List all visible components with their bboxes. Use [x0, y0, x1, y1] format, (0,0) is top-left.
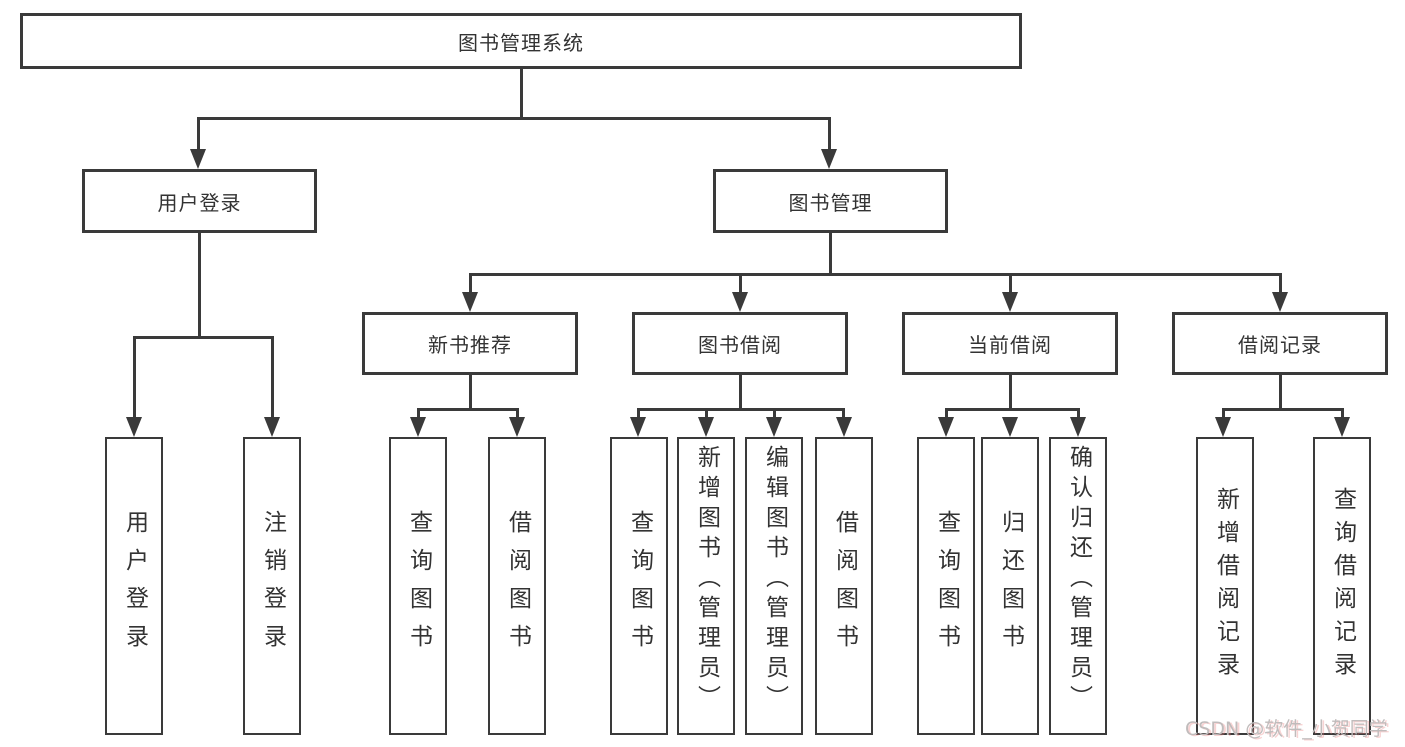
arrow-down-icon — [1215, 417, 1231, 437]
leaf-add-borrow-record: 新增借阅记录 — [1196, 437, 1254, 735]
leaf-logout: 注销登录 — [243, 437, 301, 735]
connector-line — [773, 408, 776, 419]
node-new-book-rec: 新书推荐 — [362, 312, 578, 375]
arrow-down-icon — [264, 417, 280, 437]
csdn-watermark: CSDN @软件_小贺同学 — [1185, 718, 1388, 740]
arrow-down-icon — [698, 417, 714, 437]
connector-line — [705, 408, 708, 419]
connector-line — [637, 408, 640, 419]
connector-line — [198, 233, 201, 338]
connector-line — [133, 336, 274, 339]
arrow-down-icon — [190, 149, 206, 169]
leaf-edit-book-admin: 编辑图书（管理员） — [745, 437, 803, 735]
arrow-down-icon — [1002, 417, 1018, 437]
node-book-borrow-label: 图书借阅 — [698, 333, 782, 357]
connector-line — [739, 375, 742, 410]
connector-line — [829, 233, 832, 275]
leaf-borrow-query-book: 查询图书 — [610, 437, 668, 735]
leaf-return-book: 归还图书 — [981, 437, 1039, 735]
arrow-down-icon — [1334, 417, 1350, 437]
connector-line — [828, 117, 831, 151]
connector-line — [197, 117, 831, 120]
connector-line — [1009, 375, 1012, 410]
node-root: 图书管理系统 — [20, 13, 1022, 69]
connector-line — [1341, 408, 1344, 419]
arrow-down-icon — [1070, 417, 1086, 437]
connector-line — [1009, 273, 1012, 294]
connector-line — [739, 273, 742, 294]
arrow-down-icon — [732, 292, 748, 312]
connector-line — [1279, 273, 1282, 294]
connector-line — [1077, 408, 1080, 419]
leaf-rec-query-book: 查询图书 — [389, 437, 447, 735]
arrow-down-icon — [462, 292, 478, 312]
node-current-borrow: 当前借阅 — [902, 312, 1118, 375]
node-borrow-records-label: 借阅记录 — [1238, 333, 1322, 357]
arrow-down-icon — [938, 417, 954, 437]
leaf-borrow-borrow-book: 借阅图书 — [815, 437, 873, 735]
node-borrow-records: 借阅记录 — [1172, 312, 1388, 375]
leaf-user-login: 用户登录 — [105, 437, 163, 735]
connector-line — [133, 336, 136, 419]
connector-line — [469, 273, 1282, 276]
connector-line — [945, 408, 948, 419]
arrow-down-icon — [821, 149, 837, 169]
connector-line — [637, 408, 845, 411]
connector-line — [271, 336, 274, 419]
leaf-add-book-admin: 新增图书（管理员） — [677, 437, 735, 735]
node-book-mgmt-label: 图书管理 — [788, 190, 873, 215]
connector-line — [842, 408, 845, 419]
arrow-down-icon — [410, 417, 426, 437]
arrow-down-icon — [1272, 292, 1288, 312]
node-user-login-label: 用户登录 — [157, 190, 242, 215]
connector-line — [1222, 408, 1344, 411]
connector-line — [469, 273, 472, 294]
node-new-book-rec-label: 新书推荐 — [428, 333, 512, 357]
connector-line — [417, 408, 420, 419]
connector-line — [520, 69, 523, 118]
arrow-down-icon — [836, 417, 852, 437]
arrow-down-icon — [630, 417, 646, 437]
leaf-current-query-book: 查询图书 — [917, 437, 975, 735]
leaf-query-borrow-record: 查询借阅记录 — [1313, 437, 1371, 735]
leaf-rec-borrow-book: 借阅图书 — [488, 437, 546, 735]
connector-line — [945, 408, 1080, 411]
connector-line — [516, 408, 519, 419]
connector-line — [417, 408, 519, 411]
arrow-down-icon — [1002, 292, 1018, 312]
connector-line — [197, 117, 200, 151]
arrow-down-icon — [766, 417, 782, 437]
node-book-borrow: 图书借阅 — [632, 312, 848, 375]
node-root-label: 图书管理系统 — [458, 30, 584, 55]
node-current-borrow-label: 当前借阅 — [968, 333, 1052, 357]
node-user-login: 用户登录 — [82, 169, 317, 233]
arrow-down-icon — [126, 417, 142, 437]
connector-line — [1222, 408, 1225, 419]
connector-line — [469, 375, 472, 410]
arrow-down-icon — [509, 417, 525, 437]
node-book-mgmt: 图书管理 — [713, 169, 948, 233]
leaf-confirm-return-admin: 确认归还（管理员） — [1049, 437, 1107, 735]
connector-line — [1279, 375, 1282, 410]
